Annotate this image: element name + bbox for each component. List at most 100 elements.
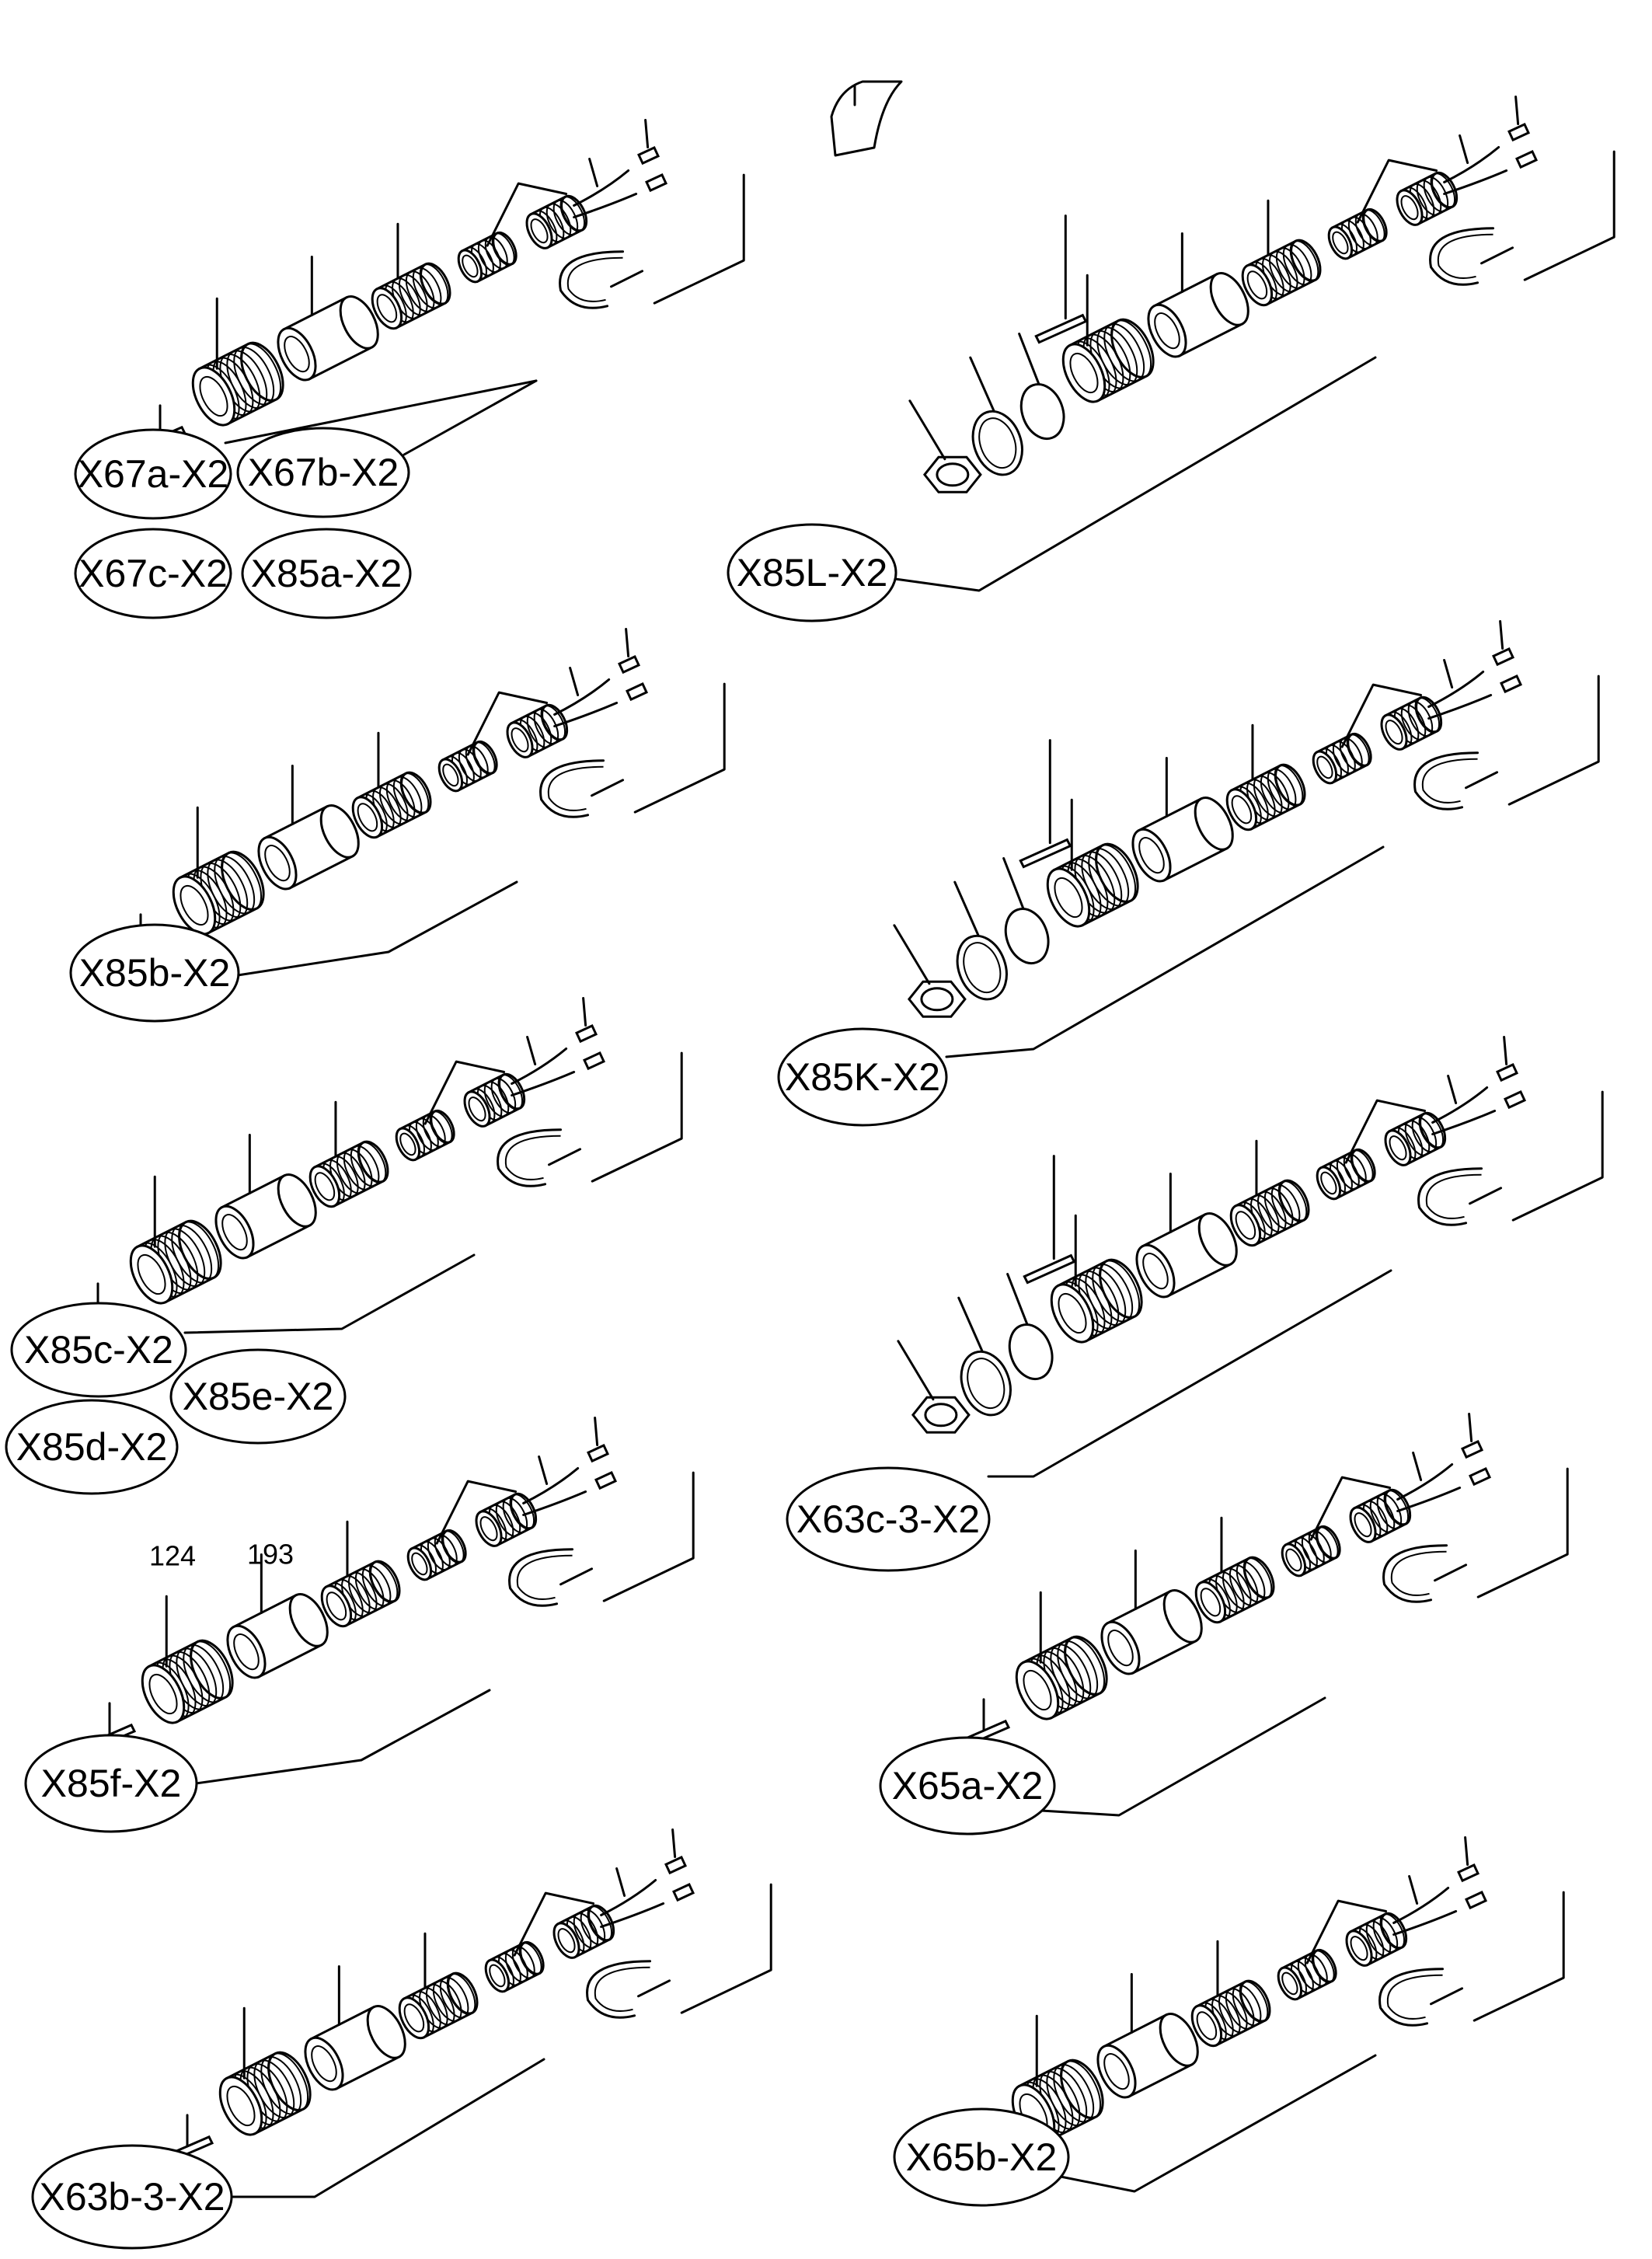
leader-line [403,379,538,456]
leader-line [183,1253,476,1334]
insulating-sleeve-icon [1135,1212,1238,1299]
receptacle-housing-icon [1046,842,1139,928]
insulating-sleeve-icon [1100,1589,1203,1675]
strain-relief-icon [484,1940,545,1993]
leader-line [230,2058,545,2198]
coupling-nut-icon [1229,1179,1310,1247]
cable-clamp-icon [586,1960,652,2019]
leader-line [945,845,1385,1058]
callout-label: X65a-X2 [892,1764,1044,1808]
connector-assembly [160,1828,772,2165]
wire-contacts-icon [664,1855,695,1902]
strain-relief-icon [406,1529,467,1581]
connector-assembly [113,627,726,964]
o-ring-icon [1008,1323,1054,1381]
hex-nut-icon [922,455,982,493]
contact-pin-icon [1019,838,1072,869]
strain-relief-icon [437,740,498,793]
leader-line [236,880,518,977]
connector-assemblies [71,95,1615,2173]
grommet-icon [552,1904,615,1959]
cable-clamp-icon [539,759,605,818]
leader-line [894,356,1377,592]
callout-x67a-x2: X67a-X2 [74,428,232,520]
insulating-sleeve-icon [304,2005,406,2091]
insulating-sleeve-icon [1096,2013,1199,2099]
washer-icon [971,410,1023,476]
callout-x85e-x2: X85e-X2 [169,1348,347,1445]
contact-pin-icon [1034,313,1088,344]
callout-x65b-x2: X65b-X2 [893,2107,1070,2207]
callout-label: X67b-X2 [248,451,399,494]
insulating-sleeve-icon [214,1173,317,1260]
receptacle-housing-icon [1050,1258,1143,1344]
receptacle-housing-icon [1015,1635,1108,1720]
cable-clamp-icon [497,1128,563,1187]
callout-x85k-x2: X85K-X2 [777,1027,948,1127]
grommet-icon [463,1072,526,1128]
grommet-icon [1349,1488,1412,1543]
cable-clamp-icon [1413,751,1479,811]
hex-nut-icon [907,980,967,1018]
part-number-193: 193 [247,1539,294,1570]
strain-relief-icon [457,231,518,284]
wire-contacts-icon [1461,1439,1492,1487]
callout-label: X85K-X2 [785,1055,940,1099]
grommet-icon [525,194,588,249]
strain-relief-icon [1327,207,1388,260]
grommet-icon [506,703,569,758]
insulating-sleeve-icon [277,295,379,382]
strain-relief-icon [1312,732,1372,785]
grommet-icon [1380,695,1443,751]
callout-x67c-x2: X67c-X2 [74,528,232,619]
callout-label: X85c-X2 [24,1328,173,1372]
receptacle-housing-icon [141,1639,234,1724]
connector-assembly [908,95,1615,493]
connector-assembly [893,619,1600,1018]
coupling-nut-icon [308,1140,389,1208]
o-ring-icon [1004,908,1050,965]
connector-assembly [957,1412,1569,1749]
callout-x85d-x2: X85d-X2 [5,1399,179,1495]
callout-label: X85e-X2 [183,1375,334,1418]
coupling-nut-icon [1241,239,1322,307]
coupling-nut-icon [1190,1979,1271,2048]
grommet-icon [475,1492,538,1547]
cable-clamp-icon [508,1548,574,1607]
wire-contacts-icon [1492,647,1523,694]
insulating-sleeve-icon [1131,797,1234,883]
callout-label: X67a-X2 [78,452,229,496]
callout-x85b-x2: X85b-X2 [69,923,240,1023]
hex-nut-icon [911,1396,971,1434]
wire-contacts-icon [1457,1863,1488,1910]
grommet-icon [1396,171,1459,226]
callout-x65a-x2: X65a-X2 [879,1736,1056,1835]
callout-x85a-x2: X85a-X2 [241,528,412,619]
strain-relief-icon [1316,1148,1376,1201]
callout-label: X85a-X2 [251,552,403,595]
label-leader-lines [183,356,1392,2198]
leader-line [224,379,538,444]
receptacle-housing-icon [191,341,284,427]
wire-contacts-icon [587,1443,618,1490]
callout-label: X65b-X2 [906,2135,1058,2179]
callout-x85f-x2: X85f-X2 [24,1734,198,1833]
callout-label: X63b-3-X2 [39,2175,225,2219]
callout-label: X85L-X2 [737,551,888,594]
callout-label: X63c-3-X2 [796,1497,980,1541]
cable-clamp-icon [1378,1968,1445,2027]
cable-clamp-icon [559,250,625,309]
callout-x85c-x2: X85c-X2 [10,1302,187,1398]
receptacle-housing-icon [1061,318,1155,403]
callout-x67b-x2: X67b-X2 [236,427,410,518]
leader-line [987,1269,1392,1478]
grommet-icon [1384,1111,1447,1166]
connector-assembly [133,118,745,455]
grommet-icon [1345,1912,1408,1967]
receptacle-housing-icon [172,850,265,936]
coupling-nut-icon [371,262,451,330]
leader-line [1055,2054,1377,2193]
part-number-124: 124 [149,1540,196,1572]
